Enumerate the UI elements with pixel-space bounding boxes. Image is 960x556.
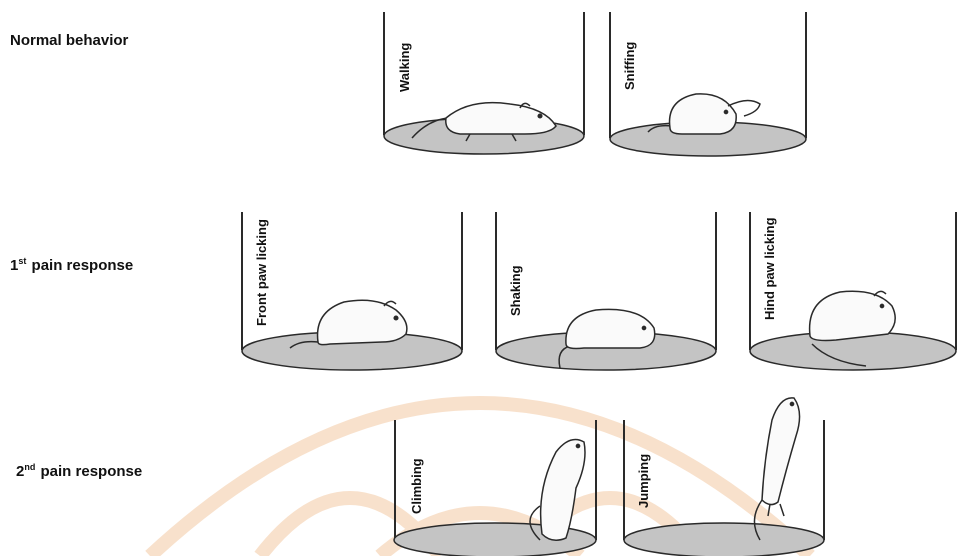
behavior-label-jumping: Jumping (636, 454, 651, 508)
row-label-first-pain-response: 1st pain response (10, 256, 133, 274)
behavior-label-climbing: Climbing (409, 458, 424, 514)
row-label-second-pain-response: 2nd pain response (16, 462, 142, 480)
behavior-label-sniffing: Sniffing (622, 42, 637, 90)
row-label-text: Normal behavior (10, 32, 128, 49)
row-label-text: pain response (27, 257, 133, 274)
row-label-ordinal: nd (24, 462, 35, 472)
row-label-ordinal: st (18, 256, 26, 266)
cylinder-front-paw-licking (242, 212, 462, 370)
row-label-text: pain response (36, 463, 142, 480)
behavior-label-shaking: Shaking (508, 265, 523, 316)
behavior-label-walking: Walking (397, 43, 412, 92)
behavior-label-hind-paw-licking: Hind paw licking (762, 217, 777, 320)
behavior-label-front-paw-licking: Front paw licking (254, 219, 269, 326)
row-label-normal-behavior: Normal behavior (10, 32, 128, 49)
